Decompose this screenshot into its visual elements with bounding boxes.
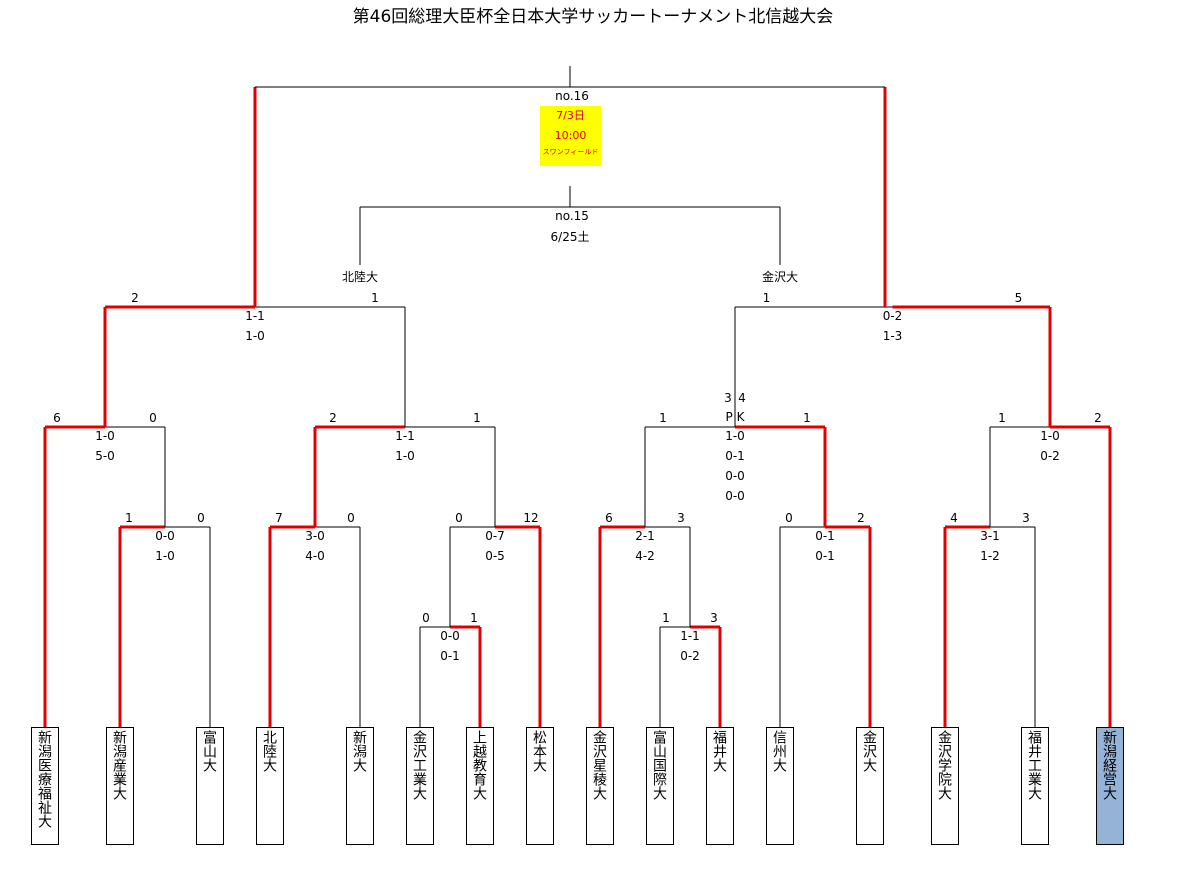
final-venue: スワンフィールド: [542, 148, 599, 156]
half-score: 0-1: [815, 549, 835, 563]
score-right: 1: [470, 611, 478, 625]
half-score: 4-0: [305, 549, 325, 563]
third-place-date: 6/25土: [550, 230, 590, 244]
score-left: 2: [329, 411, 337, 425]
score-right: 12: [523, 511, 539, 525]
team-box: 上越教育大: [466, 727, 494, 845]
half-score: 0-1: [815, 529, 835, 543]
score-left: 0: [785, 511, 793, 525]
half-score: 5-0: [95, 449, 115, 463]
score-left: 6: [605, 511, 613, 525]
score-right: 0: [149, 411, 157, 425]
final-date: 7/3日: [556, 109, 585, 122]
score-left: 0: [422, 611, 430, 625]
team-box: 福井大: [706, 727, 734, 845]
team-box: 信州大: [766, 727, 794, 845]
score-left: 0: [455, 511, 463, 525]
score-right: 0: [347, 511, 355, 525]
half-score: 1-3: [882, 329, 903, 343]
page-title: 第46回総理大臣杯全日本大学サッカートーナメント北信越大会: [352, 7, 834, 27]
half-score: 1-0: [725, 429, 745, 443]
score-left: 7: [275, 511, 283, 525]
third-place-match-no: no.15: [555, 209, 589, 223]
score-left: 2: [131, 291, 139, 305]
half-score: 1-1: [395, 429, 415, 443]
pk-score-left: 3: [724, 391, 732, 405]
half-score: 1-0: [1040, 429, 1060, 443]
score-left: 1: [998, 411, 1006, 425]
score-right: 3: [710, 611, 718, 625]
half-score: 1-1: [245, 309, 265, 323]
team-box: 金沢星稜大: [586, 727, 614, 845]
score-left: 1: [762, 291, 771, 305]
team-box: 金沢工業大: [406, 727, 434, 845]
half-score: 1-0: [395, 449, 415, 463]
team-box: 新潟医療福祉大: [31, 727, 59, 845]
team-box: 松本大: [526, 727, 554, 845]
score-right: 1: [371, 291, 379, 305]
half-score: 0-0: [440, 629, 460, 643]
team-box: 新潟大: [346, 727, 374, 845]
final-info-box: 7/3日 10:00 スワンフィールド: [540, 106, 601, 166]
team-box: 金沢大: [856, 727, 884, 845]
half-score: 1-2: [980, 549, 1000, 563]
score-left: 6: [53, 411, 61, 425]
half-score: 0-5: [485, 549, 505, 563]
pk-label: P K: [725, 410, 745, 424]
half-score: 0-1: [725, 449, 745, 463]
score-left: 1: [125, 511, 133, 525]
half-score: 2-1: [635, 529, 655, 543]
half-score: 0-0: [725, 489, 745, 503]
score-left: 4: [950, 511, 958, 525]
half-score: 0-1: [440, 649, 460, 663]
half-score: 0-7: [485, 529, 505, 543]
score-right: 0: [197, 511, 205, 525]
team-box: 富山大: [196, 727, 224, 845]
score-right: 3: [677, 511, 685, 525]
half-score: 1-1: [680, 629, 700, 643]
score-right: 2: [1094, 411, 1102, 425]
half-score: 0-2: [882, 309, 903, 323]
score-right: 1: [473, 411, 481, 425]
score-right: 3: [1022, 511, 1030, 525]
third-place-left-team: 北陸大: [341, 270, 379, 284]
half-score: 0-2: [680, 649, 700, 663]
half-score: 4-2: [635, 549, 655, 563]
team-box: 北陸大: [256, 727, 284, 845]
pk-score-right: 4: [738, 391, 746, 405]
score-left: 1: [662, 611, 670, 625]
team-box: 富山国際大: [646, 727, 674, 845]
final-match-no: no.16: [555, 89, 589, 103]
score-right: 2: [857, 511, 865, 525]
half-score: 1-0: [155, 549, 175, 563]
score-right: 5: [1014, 291, 1023, 305]
team-box: 福井工業大: [1021, 727, 1049, 845]
third-place-right-team: 金沢大: [761, 270, 799, 284]
final-time: 10:00: [554, 129, 587, 142]
half-score: 0-0: [155, 529, 175, 543]
score-right: 1: [803, 411, 811, 425]
half-score: 3-1: [980, 529, 1000, 543]
score-left: 1: [659, 411, 667, 425]
half-score: 0-2: [1040, 449, 1060, 463]
half-score: 1-0: [95, 429, 115, 443]
team-box: 新潟産業大: [106, 727, 134, 845]
half-score: 3-0: [305, 529, 325, 543]
half-score: 0-0: [725, 469, 745, 483]
team-box: 新潟経営大: [1096, 727, 1124, 845]
half-score: 1-0: [245, 329, 265, 343]
team-box: 金沢学院大: [931, 727, 959, 845]
